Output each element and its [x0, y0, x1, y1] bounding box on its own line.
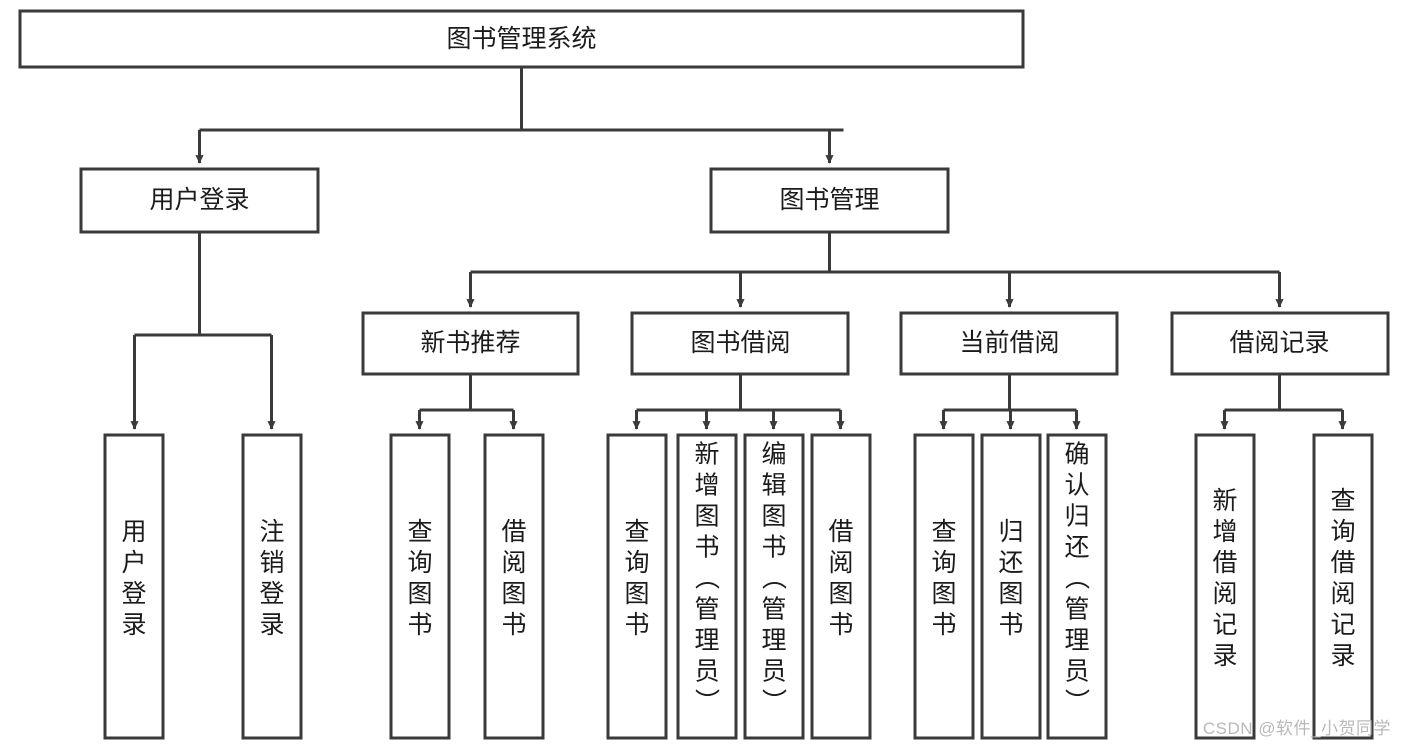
leaf-node-box[interactable]	[241, 433, 303, 740]
leaf-node-label: 用户登录	[121, 518, 146, 639]
leaf-node-box[interactable]	[1312, 433, 1374, 740]
node-user-login[interactable]: 用户登录	[79, 167, 320, 234]
node-book-borrow-label: 图书借阅	[690, 329, 790, 357]
leaf-node-leaf-user-login[interactable]: 用户登录	[103, 433, 165, 740]
leaf-node-box[interactable]	[676, 433, 738, 740]
leaf-node-leaf-user-logout[interactable]: 注销登录	[241, 433, 303, 740]
node-book-borrow[interactable]: 图书借阅	[630, 311, 850, 376]
leaf-node-leaf-return-book[interactable]: 归还图书	[980, 433, 1042, 740]
leaf-node-box[interactable]	[980, 433, 1042, 740]
leaf-node-leaf-confirm-return[interactable]: 确认归还（管理员）	[1046, 433, 1108, 740]
leaf-node-box[interactable]	[743, 433, 805, 740]
leaf-node-label: 新增图书（管理员）	[694, 441, 720, 717]
leaf-node-box[interactable]	[1194, 433, 1256, 740]
leaf-node-label: 归还图书	[998, 518, 1023, 639]
leaf-node-box[interactable]	[389, 433, 451, 740]
leaf-node-box[interactable]	[810, 433, 872, 740]
node-user-login-box[interactable]	[79, 167, 320, 234]
leaf-node-label: 确认归还（管理员）	[1064, 441, 1090, 717]
node-book-manage-box[interactable]	[709, 167, 950, 234]
leaf-node-label: 查询图书	[931, 518, 956, 639]
node-user-login-label: 用户登录	[149, 186, 249, 214]
leaf-node-box[interactable]	[913, 433, 975, 740]
node-root-label: 图书管理系统	[446, 25, 596, 53]
leaf-node-label: 借阅图书	[828, 518, 853, 639]
leaf-node-box[interactable]	[1046, 433, 1108, 740]
leaf-node-box[interactable]	[606, 433, 668, 740]
node-root-box[interactable]	[18, 9, 1025, 69]
node-new-book-rec-box[interactable]	[361, 311, 580, 376]
leaf-node-leaf-query-book-3[interactable]: 查询图书	[913, 433, 975, 740]
node-borrow-record-label: 借阅记录	[1229, 329, 1329, 357]
leaf-node-label: 新增借阅记录	[1212, 487, 1237, 670]
leaf-node-leaf-query-book-1[interactable]: 查询图书	[389, 433, 451, 740]
node-current-borrow[interactable]: 当前借阅	[899, 311, 1119, 376]
leaf-node-label: 查询图书	[407, 518, 432, 639]
leaf-node-leaf-query-record[interactable]: 查询借阅记录	[1312, 433, 1374, 740]
leaf-node-label: 查询借阅记录	[1330, 487, 1355, 670]
leaf-node-label: 查询图书	[624, 518, 649, 639]
leaf-node-leaf-edit-book[interactable]: 编辑图书（管理员）	[743, 433, 805, 740]
node-borrow-record-box[interactable]	[1170, 311, 1390, 376]
leaf-node-leaf-add-record[interactable]: 新增借阅记录	[1194, 433, 1256, 740]
node-current-borrow-label: 当前借阅	[959, 329, 1059, 357]
leaf-node-label: 注销登录	[259, 518, 284, 639]
node-book-manage-label: 图书管理	[779, 186, 879, 214]
node-book-manage[interactable]: 图书管理	[709, 167, 950, 234]
leaf-node-leaf-query-book-2[interactable]: 查询图书	[606, 433, 668, 740]
leaf-nodes: 用户登录 注销登录 查询图书 借阅图书 查询图书 新增图书（管理员） 编辑图书（管理员） 借阅…	[103, 433, 1374, 740]
leaf-node-label: 编辑图书（管理员）	[761, 441, 787, 717]
leaf-node-leaf-borrow-book-1[interactable]: 借阅图书	[483, 433, 545, 740]
node-current-borrow-box[interactable]	[899, 311, 1119, 376]
node-borrow-record[interactable]: 借阅记录	[1170, 311, 1390, 376]
node-new-book-rec-label: 新书推荐	[420, 329, 520, 357]
node-root[interactable]: 图书管理系统	[18, 9, 1025, 69]
leaf-node-box[interactable]	[483, 433, 545, 740]
leaf-node-box[interactable]	[103, 433, 165, 740]
leaf-node-leaf-borrow-book-2[interactable]: 借阅图书	[810, 433, 872, 740]
leaf-node-label: 借阅图书	[501, 518, 526, 639]
connectors	[130, 67, 1347, 430]
leaf-node-leaf-add-book[interactable]: 新增图书（管理员）	[676, 433, 738, 740]
node-new-book-rec[interactable]: 新书推荐	[361, 311, 580, 376]
node-book-borrow-box[interactable]	[630, 311, 850, 376]
